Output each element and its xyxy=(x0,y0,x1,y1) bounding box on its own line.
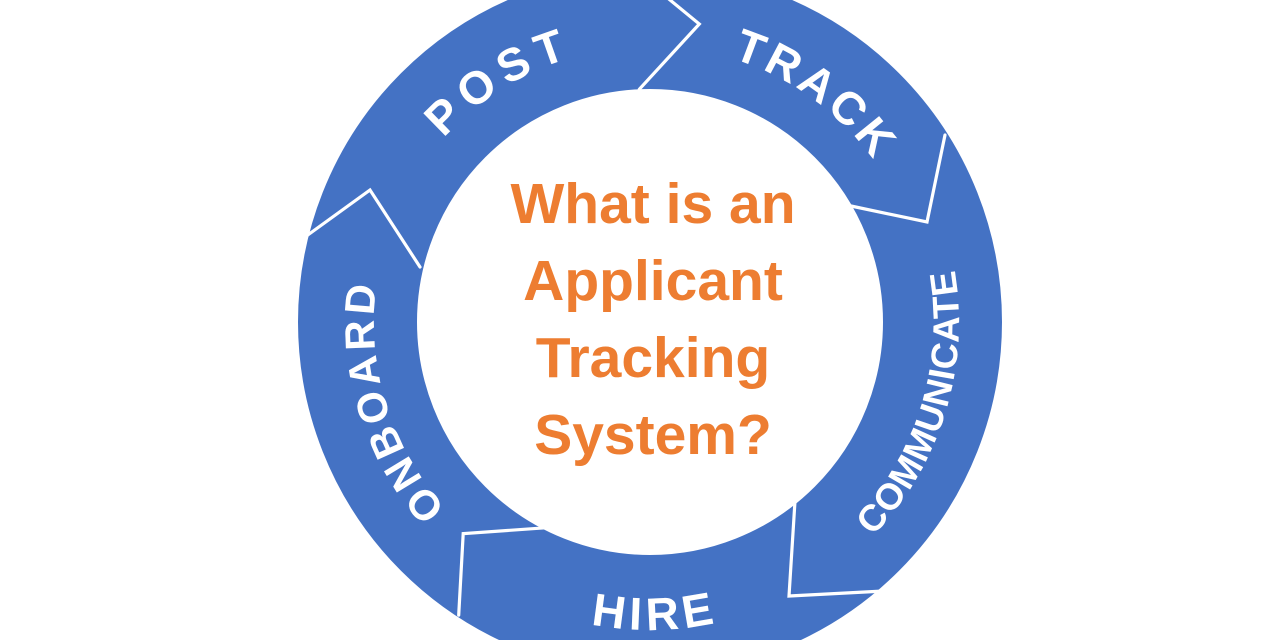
chevron-hire-onboard-icon xyxy=(457,526,547,617)
chevron-track-communicate-icon xyxy=(849,133,947,224)
chevron-post-track-icon xyxy=(637,0,702,91)
chevron-communicate-hire-icon xyxy=(787,499,886,598)
cycle-ring xyxy=(298,0,1002,640)
step-label-hire: HIRE xyxy=(589,581,721,640)
chevron-onboard-post-icon xyxy=(303,187,422,269)
center-question-title: What is an Applicant Tracking System? xyxy=(510,172,796,467)
step-label-hire-text: HIRE xyxy=(589,581,716,640)
